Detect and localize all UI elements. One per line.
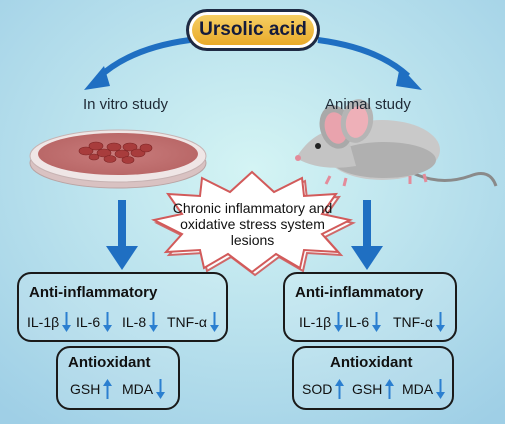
marker-label: IL-8 xyxy=(122,314,147,330)
marker-label: IL-1β xyxy=(27,314,60,330)
marker-gsh-up: GSH xyxy=(352,379,395,399)
arrow-down-icon xyxy=(334,312,344,332)
marker-label: TNF-α xyxy=(393,314,433,330)
marker-label: IL-1β xyxy=(299,314,332,330)
marker-label: MDA xyxy=(402,381,434,397)
marker-label: IL-6 xyxy=(345,314,370,330)
arrow-up-icon xyxy=(335,379,345,399)
title-pill: Ursolic acid xyxy=(186,9,320,51)
starburst-shape xyxy=(151,170,356,277)
animal-label: Animal study xyxy=(325,96,411,113)
center-label: Chronic inflammatory and oxidative stres… xyxy=(172,200,333,248)
arrow-down-icon xyxy=(103,312,113,332)
marker-label: MDA xyxy=(122,381,154,397)
box-title: Anti-inflammatory xyxy=(29,284,158,301)
petri-dish-icon xyxy=(29,129,207,189)
arrow-up-icon xyxy=(385,379,395,399)
arrow-up-icon xyxy=(103,379,113,399)
arrow-down-icon xyxy=(156,379,166,399)
animal-anti-inflammatory-box: Anti-inflammatory IL-1β IL-6 TNF-α xyxy=(283,272,457,342)
arrow-down-icon xyxy=(209,312,219,332)
marker-sod-up: SOD xyxy=(302,379,345,399)
marker-mda-down: MDA xyxy=(402,379,446,399)
arrow-down-icon xyxy=(62,312,72,332)
marker-tnf--down: TNF-α xyxy=(167,312,219,332)
arrow-down-right xyxy=(351,200,383,270)
box-title: Anti-inflammatory xyxy=(295,284,424,301)
marker-label: IL-6 xyxy=(76,314,101,330)
box-title: Antioxidant xyxy=(68,354,151,371)
marker-label: TNF-α xyxy=(167,314,207,330)
arrow-to-in-vitro xyxy=(84,37,191,90)
mouse-icon xyxy=(295,99,498,187)
marker-il-1--down: IL-1β xyxy=(299,312,344,332)
marker-label: GSH xyxy=(352,381,383,397)
arrow-down-icon xyxy=(436,379,446,399)
title-text: Ursolic acid xyxy=(199,19,307,40)
marker-label: SOD xyxy=(302,381,333,397)
marker-il-6-down: IL-6 xyxy=(345,312,382,332)
arrow-down-icon xyxy=(435,312,445,332)
box-title: Antioxidant xyxy=(330,354,413,371)
marker-tnf--down: TNF-α xyxy=(393,312,445,332)
arrow-down-icon xyxy=(372,312,382,332)
arrow-down-icon xyxy=(149,312,159,332)
marker-mda-down: MDA xyxy=(122,379,166,399)
marker-gsh-up: GSH xyxy=(70,379,113,399)
marker-il-1--down: IL-1β xyxy=(27,312,72,332)
in-vitro-anti-inflammatory-box: Anti-inflammatory IL-1β IL-6 IL-8 TNF-α xyxy=(17,272,228,342)
arrow-to-animal xyxy=(317,37,422,90)
arrow-down-left xyxy=(106,200,138,270)
in-vitro-label: In vitro study xyxy=(83,96,169,113)
animal-antioxidant-box: Antioxidant SOD GSH MDA xyxy=(292,346,454,410)
marker-il-6-down: IL-6 xyxy=(76,312,113,332)
in-vitro-antioxidant-box: Antioxidant GSH MDA xyxy=(56,346,180,410)
marker-label: GSH xyxy=(70,381,101,397)
marker-il-8-down: IL-8 xyxy=(122,312,159,332)
